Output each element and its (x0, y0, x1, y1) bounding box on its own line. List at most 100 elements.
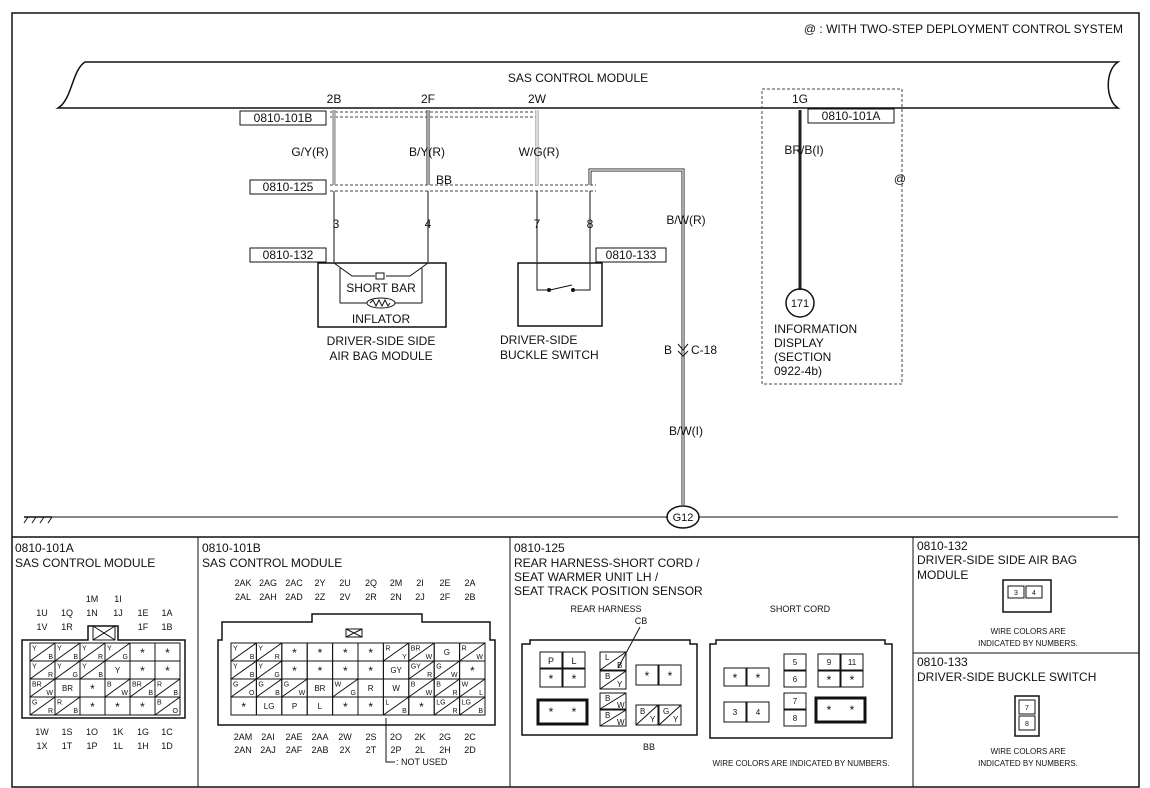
p101a-cell-color-2: B (73, 654, 78, 661)
p101a-cell-split (29, 696, 56, 716)
p101b-top2-1: 2AH (259, 592, 277, 602)
p125-cell-by-y: Y (617, 680, 623, 689)
p101a-cell-color-1: BR (32, 682, 42, 689)
p125-hatch-a (536, 698, 589, 726)
p101b-cell-color-1: G (436, 664, 441, 671)
p101b-bot1-9: 2C (464, 732, 476, 742)
p101a-cell-split (54, 642, 81, 662)
p132-cell-4-label: 4 (1032, 590, 1036, 597)
p101a-top2-2: 1N (86, 608, 98, 618)
p125-sc-star-a-label: * (733, 671, 738, 685)
p101b-cell-color-1: Y (258, 664, 263, 671)
buckle-title-1: DRIVER-SIDE (500, 333, 577, 347)
p125-cell-bw-a-w: W (617, 701, 625, 710)
p101a-code: 0810-101A (15, 541, 74, 555)
p132-cell-3 (1007, 585, 1025, 599)
p125-sc-star-b (746, 667, 770, 687)
p101b-cell-split (256, 660, 283, 680)
p101b-top1-7: 2I (416, 578, 424, 588)
p125-cell-gy (658, 704, 682, 726)
p101b-cell-color-2: Y (402, 654, 407, 661)
p101a-bot1-1: 1S (61, 727, 72, 737)
buckle-switch-blade (549, 284, 573, 291)
p101a-cell-color-1: G (32, 700, 37, 707)
connector-box-101b (239, 110, 327, 126)
p101b-cell-color-1: Y (233, 646, 238, 653)
p125-cell-lb (599, 651, 627, 671)
p125-sc-4-label: 4 (756, 708, 761, 717)
p125-sc-9 (817, 653, 841, 671)
p101a-cell-label: * (90, 700, 95, 714)
p101a-cell-split (104, 678, 131, 698)
c18-connector-mark (677, 343, 689, 357)
label-c18: C-18 (691, 343, 717, 357)
p101b-cell-split (230, 678, 257, 698)
p101b-bot1-0: 2AM (234, 732, 253, 742)
info-title-3: (SECTION (774, 350, 831, 364)
module-outline (55, 61, 1121, 109)
p125-short-housing (709, 639, 893, 739)
p101b-key (345, 628, 363, 638)
p125-sc-star-c (817, 670, 841, 688)
p101b-top2-7: 2J (415, 592, 425, 602)
p125-cell-lb-b: B (617, 661, 622, 670)
p101a-bot2-3: 1L (113, 741, 123, 751)
p101b-cell-color-2: W (451, 672, 458, 679)
p101b-cell-color-1: Y (233, 664, 238, 671)
p101b-top2-0: 2AL (235, 592, 251, 602)
connector-125: 0810-125 (263, 180, 314, 194)
p101b-cell-color-2: B (275, 690, 280, 697)
p132-code: 0810-132 (917, 539, 968, 553)
airbag-module-box (317, 262, 447, 328)
p101b-cell-split (459, 642, 486, 662)
p101b-cell-label: * (368, 646, 373, 660)
p101a-cell-label: Y (115, 666, 121, 675)
p101b-code: 0810-101B (202, 541, 261, 555)
p125-sc-11-label: 11 (848, 658, 857, 667)
p125-cell-gy-g: G (663, 707, 669, 716)
p101a-cell-color-2: B (98, 672, 103, 679)
p101b-cell-split (256, 642, 283, 662)
p101b-cell-split (281, 678, 308, 698)
p125-cell-p-label: P (548, 656, 554, 666)
p133-housing (1014, 695, 1040, 737)
p101a-cell-color-1: Y (107, 646, 112, 653)
p101a-cell-color-2: G (73, 672, 78, 679)
p101a-cell-color-2: W (121, 690, 128, 697)
p125-sc-8-label: 8 (793, 714, 798, 723)
p101b-cell-label: W (392, 684, 400, 693)
p101a-cell (154, 696, 181, 716)
p101a-cell-split (79, 660, 106, 680)
p101b-bot1-4: 2W (338, 732, 352, 742)
connector-box-133 (595, 247, 667, 263)
p101a-bot1-5: 1C (161, 727, 173, 737)
p125-cell-p (539, 651, 563, 669)
p101a-key-x (92, 625, 116, 641)
p101a-cell-color-1: Y (82, 664, 87, 671)
p101b-cell-label: * (241, 700, 246, 714)
p125-sc-star-a (723, 667, 747, 687)
p125-cell-by-split (599, 670, 627, 690)
p125-hatch-a-star-1: * (549, 705, 554, 719)
p101a-cell-split (129, 678, 156, 698)
p101a-bot1-2: 1O (86, 727, 98, 737)
p101b-cell-label: * (419, 700, 424, 714)
p101b-cell-color-2: R (453, 690, 458, 697)
p101a-cell-label: * (90, 682, 95, 696)
p101b-cell-color-2: W (426, 690, 433, 697)
p101b-bot1-6: 2O (390, 732, 402, 742)
p101a-cell-split (154, 696, 181, 716)
p101b-top1-0: 2AK (234, 578, 251, 588)
p125-sc-star-d-label: * (850, 673, 855, 687)
p101b-cell-split (433, 696, 460, 716)
p101b-bot2-0: 2AN (234, 745, 252, 755)
connector-box-132 (249, 247, 327, 263)
p132-note-1: WIRE COLORS ARE (990, 627, 1065, 636)
buckle-title-2: BUCKLE SWITCH (500, 348, 599, 362)
ground-g12-label: G12 (673, 512, 694, 524)
p125-sc-3-label: 3 (733, 708, 738, 717)
p101a-cell-split (29, 678, 56, 698)
